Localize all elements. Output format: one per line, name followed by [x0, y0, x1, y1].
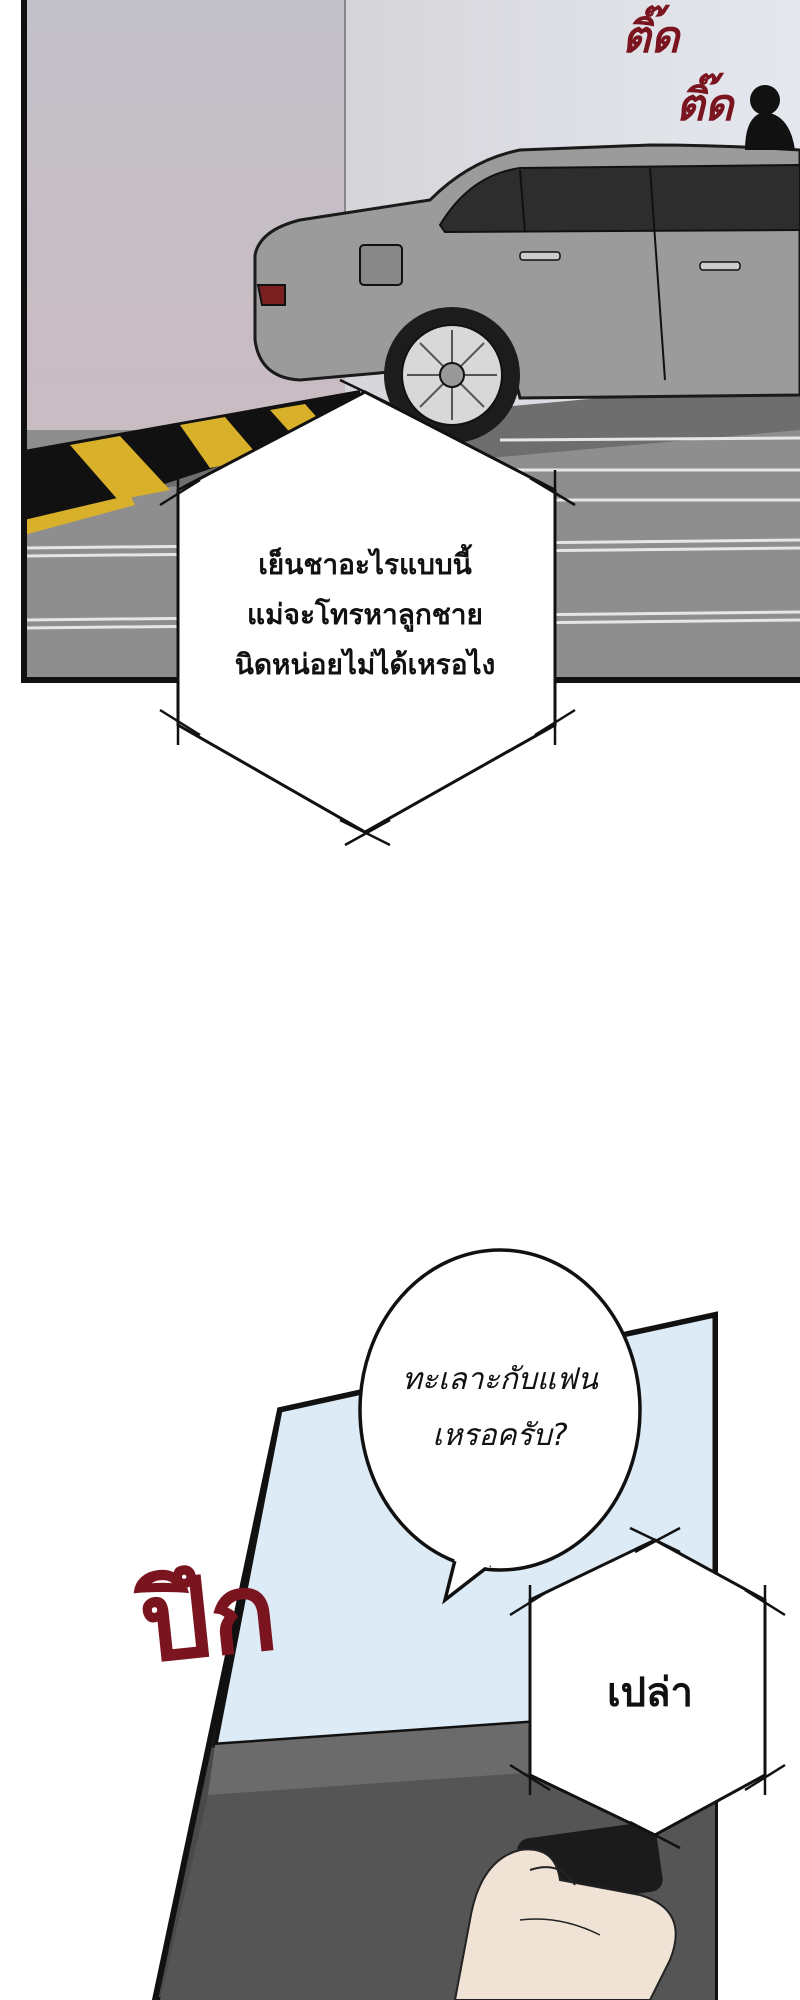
speech-text: ทะเลาะกับแฟน เหรอครับ? [370, 1352, 630, 1464]
sfx-thud: ปึก [133, 1545, 283, 1688]
reply-text: เปล่า [540, 1660, 760, 1724]
reply-hexagon [509, 1526, 786, 1850]
sfx-beep-2: ติ๊ด [676, 80, 734, 131]
speech-line-2: เหรอครับ? [432, 1418, 568, 1453]
narration-line-1: เย็นชาอะไรแบบนี้ [258, 548, 472, 581]
car-illustration [253, 85, 800, 443]
speech-line-1: ทะเลาะกับแฟน [402, 1362, 598, 1397]
reply-label: เปล่า [606, 1670, 694, 1716]
narration-text: เย็นชาอะไรแบบนี้ แม่จะโทรหาลูกชาย นิดหน่… [180, 540, 550, 690]
speech-bubble [358, 1248, 642, 1605]
narration-line-3: นิดหน่อยไม่ได้เหรอไง [234, 648, 496, 681]
sfx-beep-1: ติ๊ด [622, 12, 680, 63]
hand-with-phone [453, 1822, 677, 2000]
narration-line-2: แม่จะโทรหาลูกชาย [247, 598, 483, 631]
